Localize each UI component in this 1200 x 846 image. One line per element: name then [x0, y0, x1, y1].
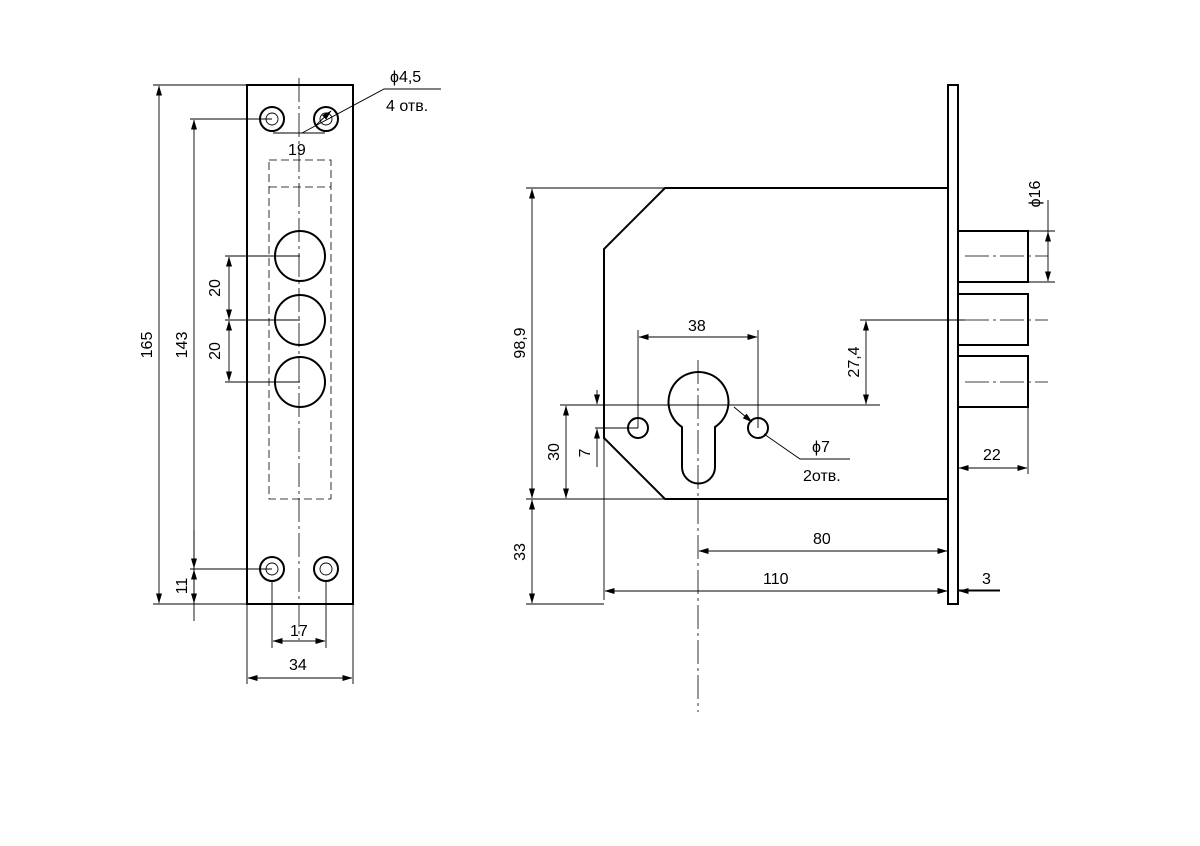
- dim-bolt-diameter: ϕ16: [1027, 181, 1044, 208]
- lock-body-hidden-outline: [268, 159, 332, 500]
- faceplate-side: [947, 84, 959, 605]
- cylinder-cutout: [667, 370, 730, 485]
- dim-hole-pitch: 143: [174, 332, 191, 359]
- dim-cylinder-offset: 30: [546, 443, 563, 461]
- faceplate-outline: [246, 84, 354, 605]
- dim-bottom-hole-spacing: 17: [290, 623, 308, 640]
- dim-top-hole-spacing: 19: [288, 142, 306, 159]
- dim-hole-count: 4 отв.: [386, 98, 428, 115]
- dim-plate-thickness: 3: [982, 571, 991, 588]
- dim-bolt-projection: 22: [983, 447, 1001, 464]
- dim-hole-diameter: ϕ4,5: [390, 69, 421, 86]
- faceplate-front-view: ϕ4,5 4 отв. 19 165 143 20 20 11 17 34: [139, 69, 441, 684]
- dim-body-height: 98,9: [512, 327, 529, 358]
- mounting-hole-bottom-right: [313, 556, 339, 582]
- mounting-hole-top-right: [313, 106, 339, 132]
- lock-body-side-view: 98,9 33 30 7 38 27,4 ϕ16 22 ϕ7 2отв. 80 …: [512, 84, 1055, 712]
- dim-backset: 80: [813, 531, 831, 548]
- bolt-1: [957, 230, 1029, 283]
- dim-pin-diameter: ϕ7: [812, 439, 830, 456]
- dim-bottom-offset: 11: [174, 578, 191, 595]
- dim-round-spacing-1: 20: [207, 279, 224, 297]
- dim-bottom-margin: 33: [512, 543, 529, 561]
- dim-plate-length: 165: [139, 332, 156, 359]
- dim-small-offset: 7: [577, 448, 594, 457]
- dim-cylinder-holes-spacing: 38: [688, 318, 706, 335]
- dim-round-spacing-2: 20: [207, 342, 224, 360]
- bolt-2: [957, 293, 1029, 346]
- dim-pin-count: 2отв.: [803, 468, 841, 485]
- dim-plate-width: 34: [289, 657, 307, 674]
- dim-bolt-offset: 27,4: [846, 346, 863, 377]
- dim-body-depth: 110: [763, 571, 789, 588]
- lock-body-outline: [603, 187, 949, 500]
- bolt-3: [957, 355, 1029, 408]
